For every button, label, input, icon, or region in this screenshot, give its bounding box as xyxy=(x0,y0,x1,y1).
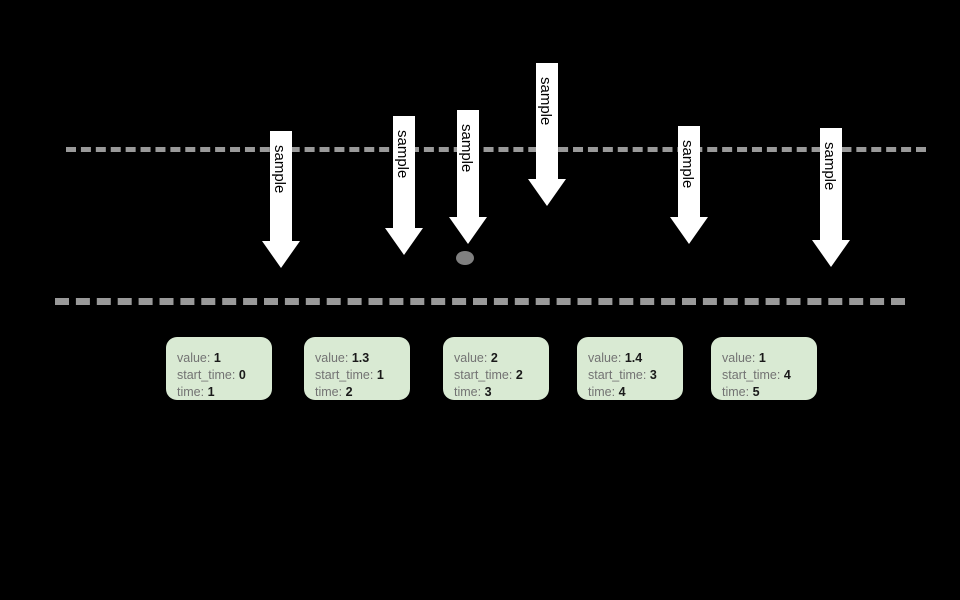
arrow-glyph-icon xyxy=(812,128,850,267)
record-field-value: 0 xyxy=(238,368,246,382)
record-field: value: 1 xyxy=(177,350,272,367)
arrow-shape xyxy=(262,131,300,268)
record-field: value: 1 xyxy=(722,350,817,367)
record-field-label: time: xyxy=(588,385,616,399)
record-field-value: 2 xyxy=(490,351,498,365)
record-field-label: start_time: xyxy=(315,368,374,382)
record-field-label: time: xyxy=(315,385,343,399)
record-field: start_time: 0 xyxy=(177,367,272,384)
record-field-label: value: xyxy=(454,351,488,365)
record-field-value: 2 xyxy=(515,368,523,382)
record-field: time: 4 xyxy=(588,384,683,401)
arrow-shape xyxy=(528,63,566,206)
record-field-value: 4 xyxy=(783,368,791,382)
lower-stream-line xyxy=(55,298,905,305)
record-field: time: 2 xyxy=(315,384,410,401)
record-field: time: 3 xyxy=(454,384,549,401)
record-field: start_time: 2 xyxy=(454,367,549,384)
record-field-value: 3 xyxy=(484,385,492,399)
record-field-label: start_time: xyxy=(177,368,236,382)
arrow-shape xyxy=(385,116,423,255)
arrow-glyph-icon xyxy=(449,110,487,244)
sample-arrow: sample xyxy=(449,110,487,244)
record-field: value: 1.4 xyxy=(588,350,683,367)
record-field-label: value: xyxy=(722,351,756,365)
record-field: value: 2 xyxy=(454,350,549,367)
sample-point xyxy=(456,251,474,265)
record-field-label: value: xyxy=(177,351,211,365)
sample-arrow: sample xyxy=(670,126,708,244)
sample-arrow: sample xyxy=(812,128,850,267)
arrow-shape xyxy=(670,126,708,244)
record-field-label: value: xyxy=(315,351,349,365)
record-field-label: start_time: xyxy=(454,368,513,382)
record-field-label: time: xyxy=(722,385,750,399)
arrow-shape xyxy=(812,128,850,267)
record-field-value: 4 xyxy=(618,385,626,399)
arrow-glyph-icon xyxy=(262,131,300,268)
record-field-value: 1 xyxy=(213,351,221,365)
sample-arrow: sample xyxy=(262,131,300,268)
record-field-value: 3 xyxy=(649,368,657,382)
record-field-label: start_time: xyxy=(588,368,647,382)
record-field-value: 1 xyxy=(207,385,215,399)
record-field-value: 2 xyxy=(345,385,353,399)
arrow-glyph-icon xyxy=(670,126,708,244)
record-field-label: start_time: xyxy=(722,368,781,382)
arrow-glyph-icon xyxy=(385,116,423,255)
record-field-value: 1.3 xyxy=(351,351,370,365)
record-field-label: time: xyxy=(454,385,482,399)
sample-arrow: sample xyxy=(385,116,423,255)
record-field: start_time: 4 xyxy=(722,367,817,384)
arrow-shape xyxy=(449,110,487,244)
record-field: value: 1.3 xyxy=(315,350,410,367)
record-field-value: 1 xyxy=(758,351,766,365)
record-field-label: value: xyxy=(588,351,622,365)
record-field-value: 5 xyxy=(752,385,760,399)
record-field: start_time: 3 xyxy=(588,367,683,384)
record-field: start_time: 1 xyxy=(315,367,410,384)
sample-arrow: sample xyxy=(528,63,566,206)
arrow-glyph-icon xyxy=(528,63,566,206)
record-field-value: 1 xyxy=(376,368,384,382)
record-field-value: 1.4 xyxy=(624,351,643,365)
record-field: time: 5 xyxy=(722,384,817,401)
upper-stream-line xyxy=(66,147,926,152)
record-field: time: 1 xyxy=(177,384,272,401)
record-field-label: time: xyxy=(177,385,205,399)
